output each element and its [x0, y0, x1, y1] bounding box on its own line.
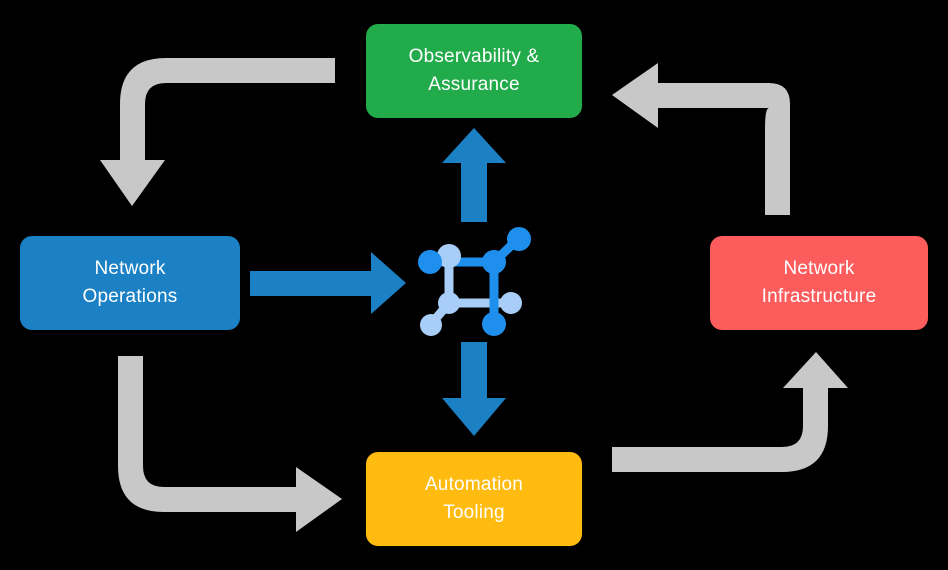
topology-nodes-primary	[418, 227, 531, 336]
node-label-operations: Network Operations	[82, 258, 178, 307]
arrow-automation-to-infrastructure	[612, 352, 848, 472]
node-automation-tooling[interactable]: Automation Tooling	[366, 452, 582, 546]
arrow-operations-to-automation	[118, 356, 342, 532]
node-label-automation: Automation Tooling	[424, 474, 524, 523]
arrow-observability-to-operations	[100, 58, 335, 206]
node-network-operations[interactable]: Network Operations	[20, 236, 240, 330]
arrow-operations-to-center	[250, 252, 406, 314]
arrow-center-to-observability	[442, 128, 506, 222]
node-label-infrastructure: Network Infrastructure	[761, 258, 877, 307]
topology-nodes-secondary	[420, 244, 522, 336]
node-observability-assurance[interactable]: Observability & Assurance	[366, 24, 582, 118]
arrow-center-to-automation	[442, 342, 506, 436]
arrow-infrastructure-to-observability	[612, 63, 790, 215]
node-network-infrastructure[interactable]: Network Infrastructure	[710, 236, 928, 330]
node-label-observability: Observability & Assurance	[408, 46, 540, 95]
network-topology-icon	[418, 218, 538, 338]
